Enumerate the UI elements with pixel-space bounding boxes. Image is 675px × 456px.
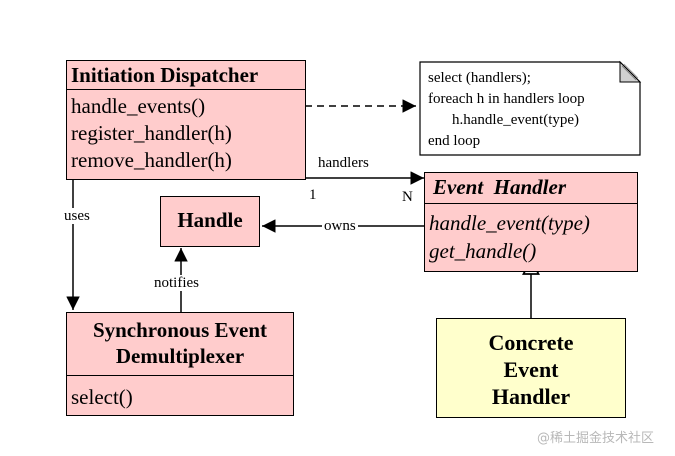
sync-demux-title-line1: Synchronous Event xyxy=(92,318,268,342)
method-get-handle: get_handle() xyxy=(429,239,537,263)
sync-demux-title: Synchronous Event Demultiplexer xyxy=(67,313,293,371)
uses-label: uses xyxy=(62,208,92,224)
note-line-4: end loop xyxy=(428,133,481,149)
note-shape xyxy=(419,61,641,156)
note-line-1: select (handlers); xyxy=(428,70,531,86)
method-register-handler: register_handler(h) xyxy=(71,121,232,145)
sync-demux-title-line2: Demultiplexer xyxy=(115,344,245,368)
method-select: select() xyxy=(71,385,133,409)
event-handler-class: Event Handler handle_event(type) get_han… xyxy=(424,172,638,272)
notifies-label: notifies xyxy=(152,275,201,291)
event-handler-title: Event Handler xyxy=(433,175,567,199)
sync-event-demultiplexer-class: Synchronous Event Demultiplexer select() xyxy=(66,312,294,416)
method-handle-event: handle_event(type) xyxy=(429,211,590,235)
owns-label: owns xyxy=(322,218,358,234)
watermark-text: @稀土掘金技术社区 xyxy=(537,431,655,446)
multiplicity-n: N xyxy=(402,189,413,205)
concrete-handler-title: Concrete Event Handler xyxy=(437,319,625,412)
concrete-event-handler-class: Concrete Event Handler xyxy=(436,318,626,418)
multiplicity-one: 1 xyxy=(309,187,317,203)
handle-title: Handle xyxy=(177,208,243,232)
note-line-2: foreach h in handlers loop xyxy=(428,91,585,107)
handle-class: Handle xyxy=(160,196,260,247)
method-remove-handler: remove_handler(h) xyxy=(71,148,232,172)
initiation-dispatcher-title: Initiation Dispatcher xyxy=(71,63,259,87)
note-fold xyxy=(619,60,642,83)
note-line-3: h.handle_event(type) xyxy=(452,112,580,128)
method-handle-events: handle_events() xyxy=(71,94,206,118)
concrete-handler-line1: Concrete xyxy=(488,330,574,355)
initiation-dispatcher-class: Initiation Dispatcher handle_events() re… xyxy=(66,60,306,180)
handlers-label: handlers xyxy=(318,155,369,171)
concrete-handler-line2: Event xyxy=(503,357,559,382)
concrete-handler-line3: Handler xyxy=(491,384,571,409)
